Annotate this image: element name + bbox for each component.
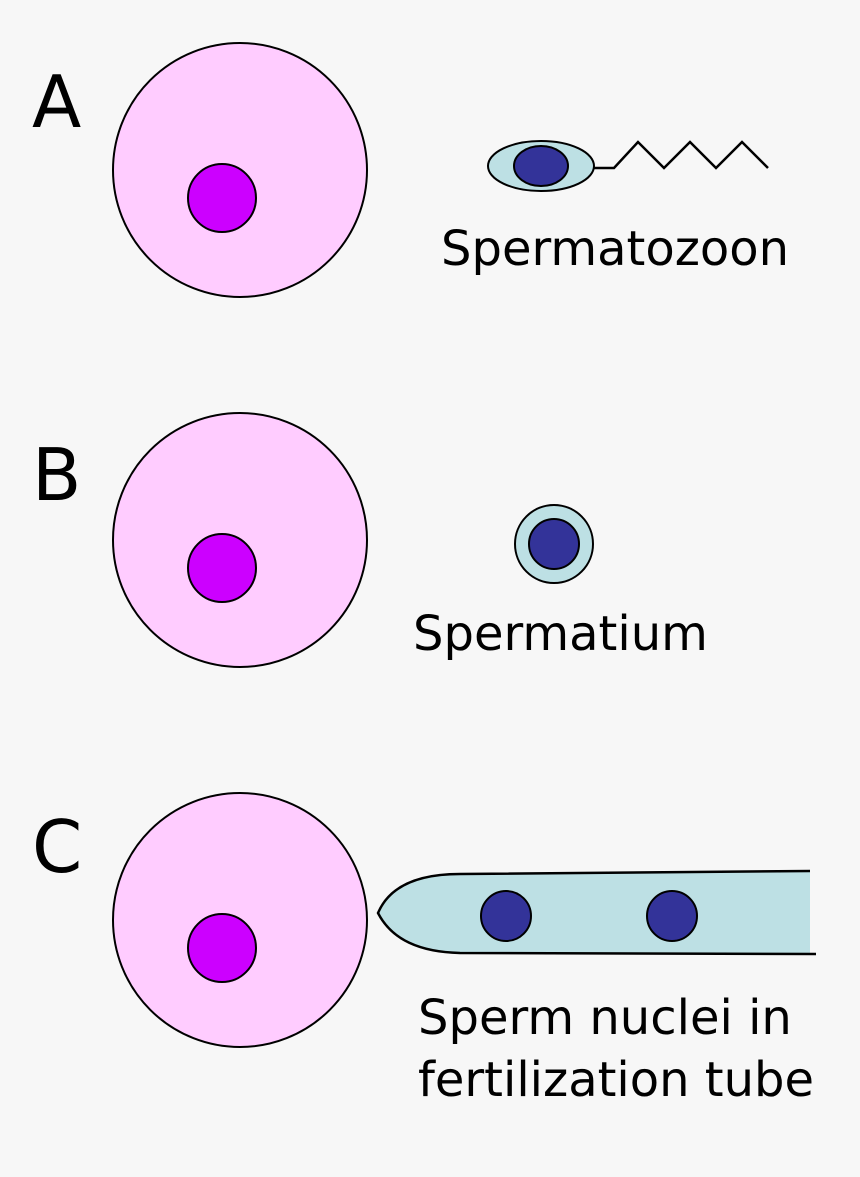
panel-letter-c: C <box>32 805 82 889</box>
panel-letter-a: A <box>32 60 81 144</box>
caption-b-line-1: Spermatium <box>413 606 708 662</box>
caption-c-line-2: fertilization tube <box>418 1052 814 1108</box>
fertilization-tube-body <box>378 871 810 954</box>
fertilization-tube <box>376 869 817 956</box>
spermatozoon-nucleus <box>513 145 569 187</box>
panel-b: B Spermatium <box>32 412 708 668</box>
caption-a-line-1: Spermatozoon <box>441 221 789 277</box>
spermatium-nucleus <box>528 518 580 570</box>
egg-nucleus-a <box>187 163 257 233</box>
sperm-nucleus-1 <box>480 890 532 942</box>
egg-nucleus-b <box>187 533 257 603</box>
fertilization-tube-outline <box>376 869 817 956</box>
spermatium <box>514 504 594 584</box>
egg-nucleus-c <box>187 913 257 983</box>
panel-letter-b: B <box>32 433 81 517</box>
panel-a: A Spermatozoon <box>32 42 789 298</box>
spermatozoon <box>487 140 769 192</box>
panel-c: C Sperm nuclei in fertilization tube <box>32 792 817 1108</box>
caption-c-line-1: Sperm nuclei in <box>418 990 792 1046</box>
sperm-nucleus-2 <box>646 890 698 942</box>
spermatozoon-flagellum <box>594 140 769 170</box>
